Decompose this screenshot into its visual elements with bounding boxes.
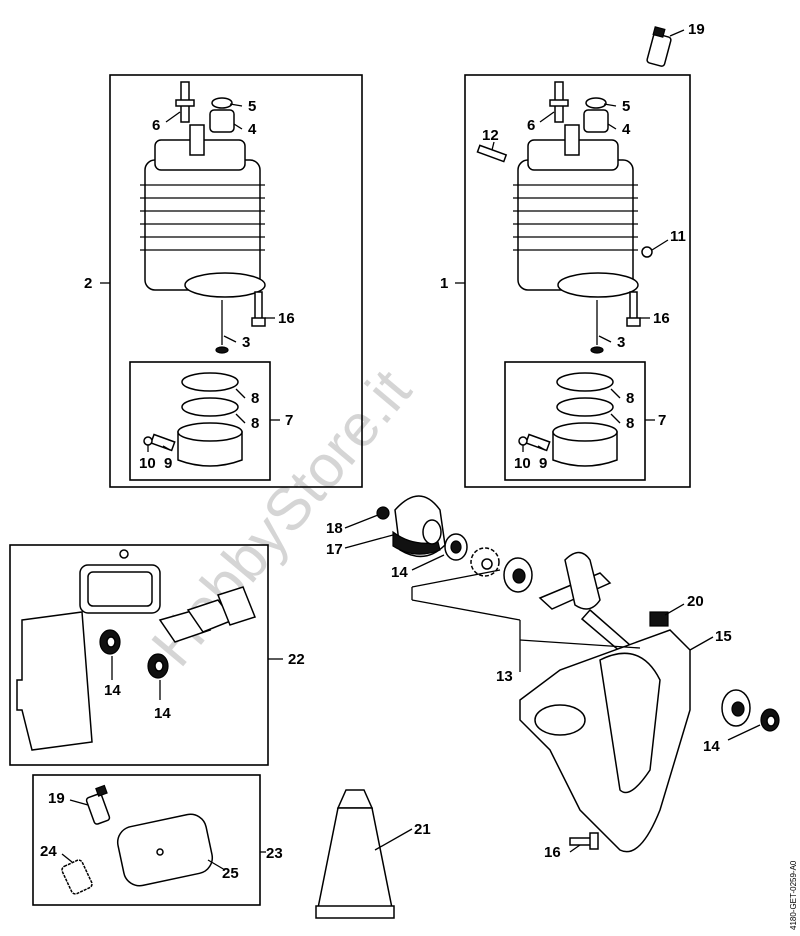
crankcase-assembly: 18 17 14 20 15 13 14 16	[326, 495, 780, 861]
spark-plug-icon	[85, 784, 111, 825]
crankshaft-icon	[538, 551, 632, 655]
washer-11-icon	[641, 246, 653, 258]
callout-14: 14	[154, 705, 171, 722]
air-filter-25-icon	[116, 813, 214, 887]
callout-8: 8	[626, 415, 634, 432]
callout-6: 6	[152, 117, 160, 134]
nut-18-icon	[376, 506, 390, 520]
piston-box-right	[504, 361, 646, 481]
callout-7: 7	[285, 412, 293, 429]
callout-1: 1	[440, 275, 448, 292]
callout-16: 16	[278, 310, 295, 327]
callout-3: 3	[242, 334, 250, 351]
leaders-right	[455, 103, 669, 452]
callout-14: 14	[703, 738, 720, 755]
callout-12: 12	[482, 127, 499, 144]
leaders-crankcase	[344, 514, 761, 853]
piston-rings-left-icon	[143, 372, 243, 467]
callout-6: 6	[527, 117, 535, 134]
gear-icon	[470, 547, 500, 577]
callout-9: 9	[539, 455, 547, 472]
callout-19: 19	[48, 790, 65, 807]
callout-5: 5	[622, 98, 630, 115]
leaders-kit-23	[61, 799, 266, 871]
bearing-right-icon	[721, 689, 751, 727]
callout-18: 18	[326, 520, 343, 537]
callout-24: 24	[40, 843, 57, 860]
flywheel-17-icon	[392, 495, 446, 558]
part-20-icon	[649, 611, 669, 627]
spark-plug-top-icon	[646, 26, 685, 67]
callout-14: 14	[391, 564, 408, 581]
callout-20: 20	[687, 593, 704, 610]
pin-12-icon	[476, 144, 508, 163]
bearing-14-icon	[444, 533, 468, 561]
spring-right-icon	[583, 97, 609, 133]
callout-16: 16	[653, 310, 670, 327]
callout-10: 10	[139, 455, 156, 472]
callout-2: 2	[84, 275, 92, 292]
filter-24-icon	[61, 859, 93, 895]
bearing-icon	[503, 557, 533, 593]
spring-left-icon	[209, 97, 235, 133]
callout-4: 4	[622, 121, 631, 138]
cylinder-assembly-left: 2 6 5 4 16 3 8 8 7 10 9	[84, 74, 363, 488]
cylinder-right-icon	[513, 124, 639, 298]
callout-11: 11	[670, 228, 686, 245]
callout-4: 4	[248, 121, 257, 138]
screw-left-icon	[251, 291, 266, 327]
callout-25: 25	[222, 865, 239, 882]
cylinder-left-icon	[140, 124, 266, 298]
callout-19: 19	[688, 21, 705, 38]
stud-right-icon	[549, 81, 569, 123]
screw-16-icon	[569, 832, 599, 850]
callout-8: 8	[626, 390, 634, 407]
group-box-22	[9, 544, 269, 766]
group-box-2	[109, 74, 363, 488]
seal-14b-icon	[147, 653, 169, 679]
valve-right-icon	[590, 300, 604, 354]
callout-13: 13	[496, 668, 513, 685]
callout-21: 21	[414, 821, 431, 838]
callout-22: 22	[288, 651, 305, 668]
reference-code: 4180-GET-0259-A0	[789, 860, 798, 930]
callout-23: 23	[266, 845, 283, 862]
callout-10: 10	[514, 455, 531, 472]
callout-7: 7	[658, 412, 666, 429]
piston-box-left	[129, 361, 271, 481]
piston-rings-right-icon	[518, 372, 618, 467]
stud-left-icon	[175, 81, 195, 123]
callout-16: 16	[544, 844, 561, 861]
leaders-left	[100, 103, 280, 452]
gasket-plate-icon	[16, 611, 93, 751]
callout-3: 3	[617, 334, 625, 351]
group-box-1	[464, 74, 691, 488]
seal-14-icon	[760, 708, 780, 732]
callout-8: 8	[251, 390, 259, 407]
callout-8: 8	[251, 415, 259, 432]
callout-9: 9	[164, 455, 172, 472]
gasket-kit-22: 22 14 14	[9, 544, 305, 766]
service-kit-23: 19 24 25 23	[32, 774, 283, 906]
cylinder-assembly-right: 1 12 6 5 4 11 16 3 8 8 7 10 9	[440, 74, 691, 488]
group-box-23	[32, 774, 261, 906]
grease-tube-21-icon	[315, 789, 413, 919]
screw-right-icon	[626, 291, 641, 327]
crankcase-15-icon	[519, 629, 691, 853]
callout-15: 15	[715, 628, 732, 645]
callout-17: 17	[326, 541, 343, 558]
seal-14a-icon	[99, 629, 121, 655]
callout-14: 14	[104, 682, 121, 699]
callout-5: 5	[248, 98, 256, 115]
valve-left-icon	[215, 300, 229, 354]
